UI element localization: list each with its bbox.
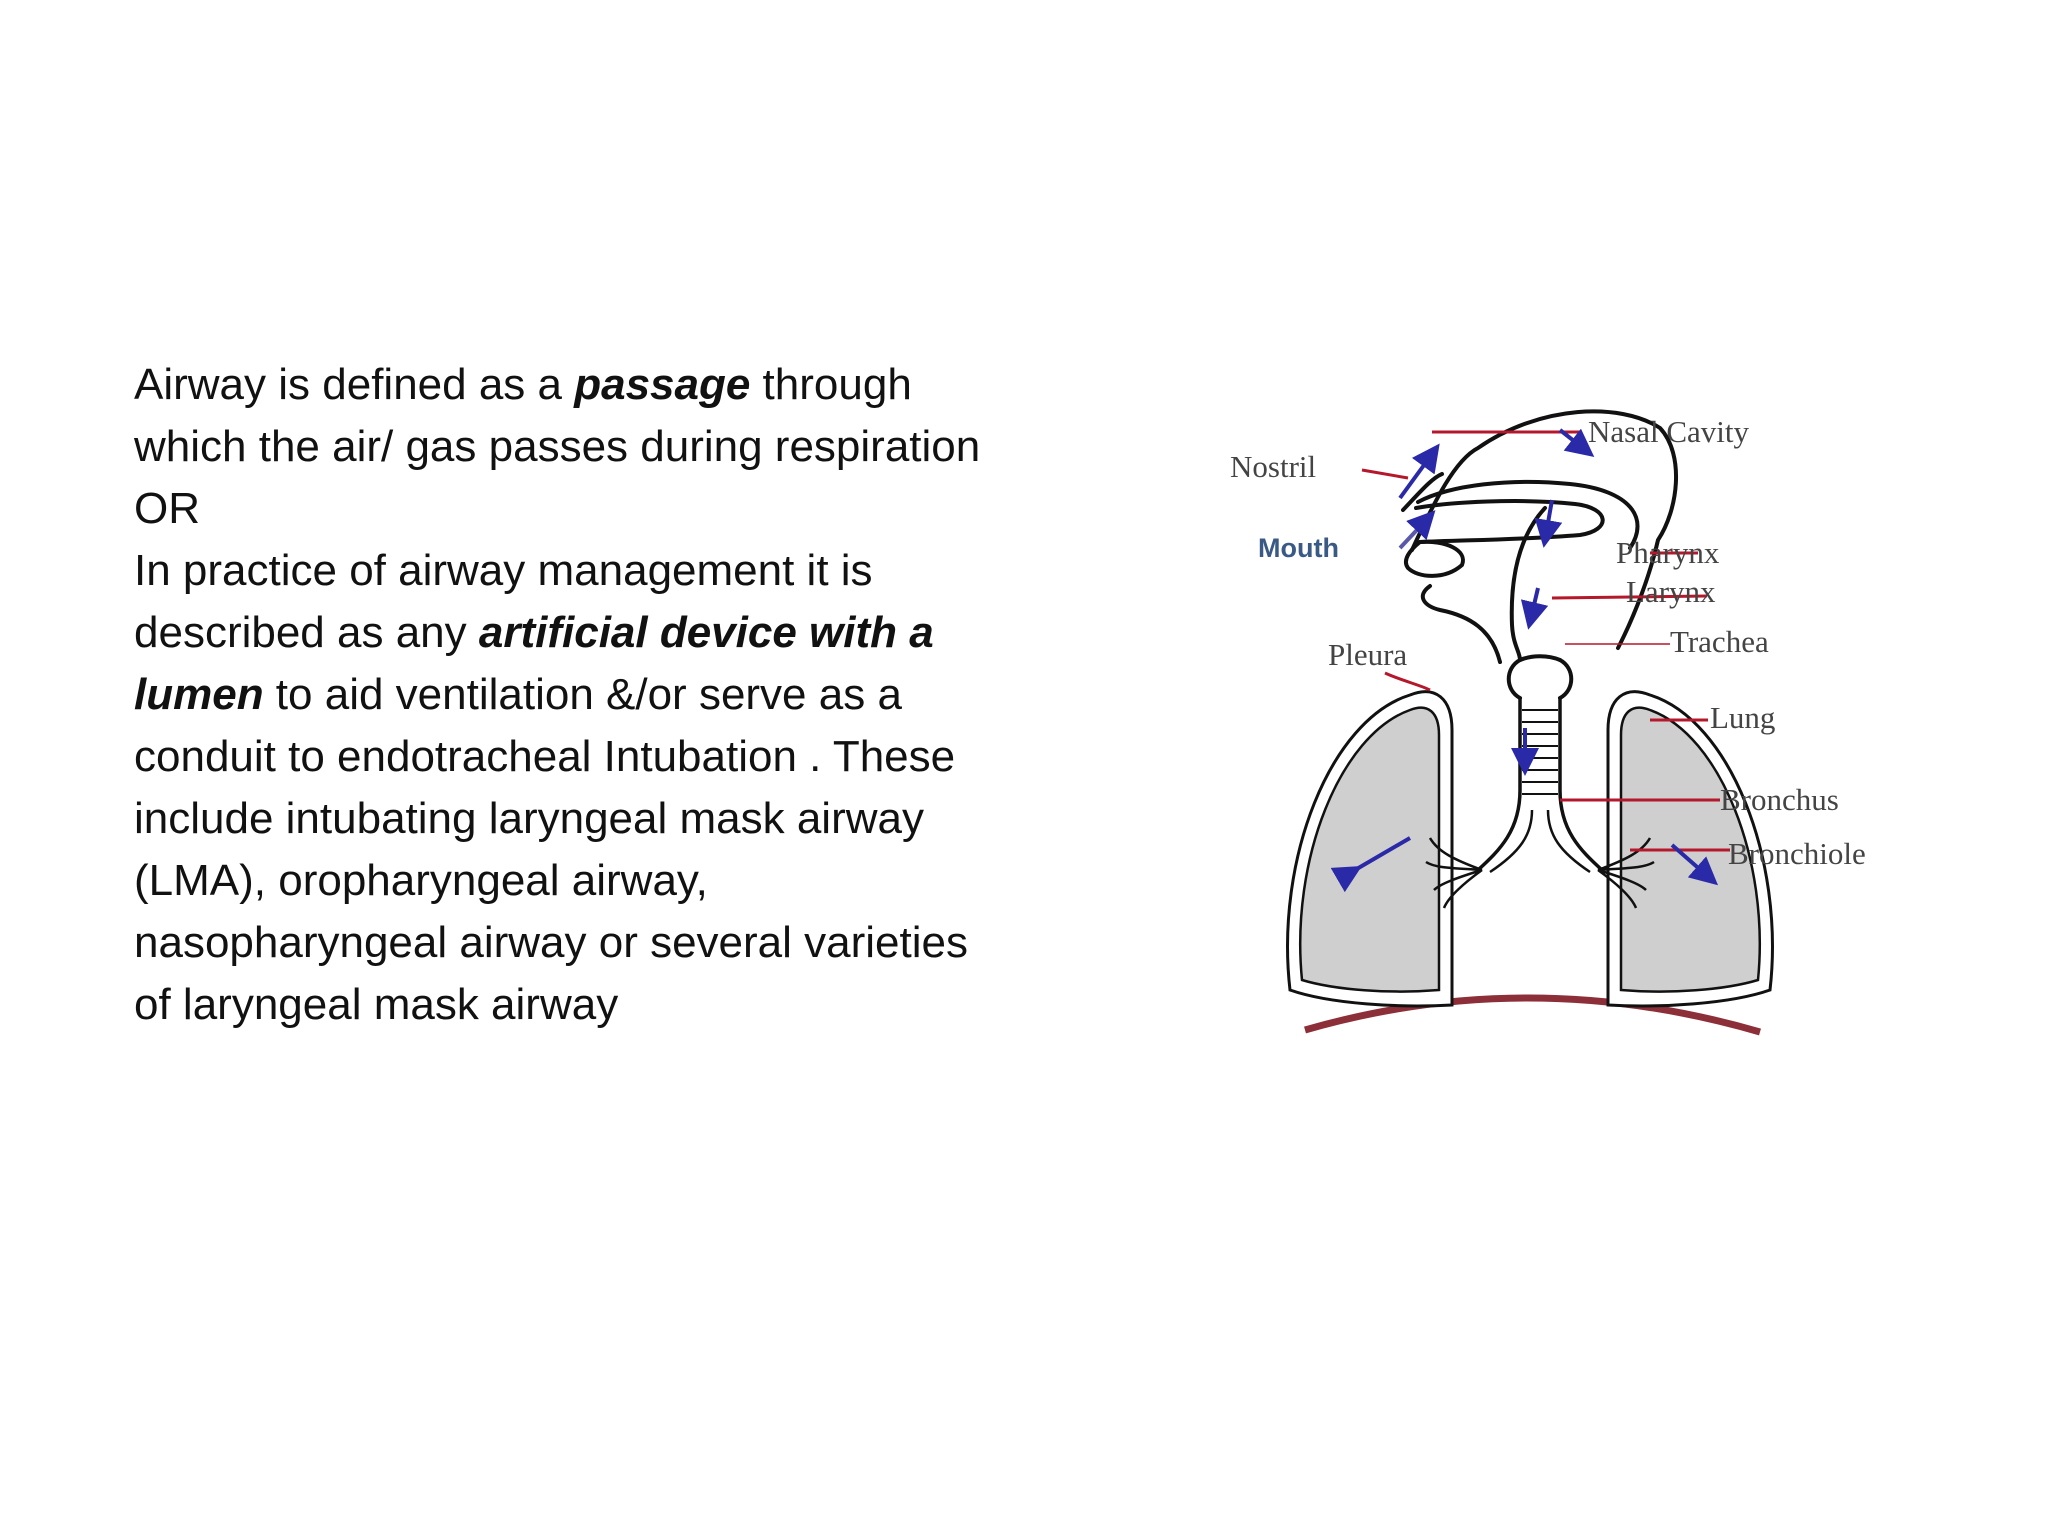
definition-paragraph-1: Airway is defined as a passage through w… xyxy=(134,360,981,471)
leader-pleura xyxy=(1384,671,1431,692)
respiratory-system-diagram: Nostril Mouth Nasal Cavity Pharynx Laryn… xyxy=(1220,390,1940,1050)
airflow-arrow-icon xyxy=(1330,836,1412,893)
definition-paragraph-2: In practice of airway management it is d… xyxy=(134,546,968,1029)
definition-text: Airway is defined as a passage through w… xyxy=(134,354,1014,1036)
emphasis-artificial-device: artificial device with a lumen xyxy=(134,608,934,719)
airflow-arrow-icon xyxy=(1534,499,1563,548)
emphasis-passage: passage xyxy=(574,360,751,409)
trachea xyxy=(1476,698,1604,874)
label-nostril: Nostril xyxy=(1230,449,1316,484)
left-lung xyxy=(1286,690,1454,1008)
label-nasal-cavity: Nasal Cavity xyxy=(1588,414,1749,449)
head-airway-outline xyxy=(1401,409,1678,700)
bronchioles xyxy=(1425,837,1655,909)
leader-larynx xyxy=(1551,594,1708,600)
airflow-arrows xyxy=(1330,428,1719,893)
label-bronchiole: Bronchiole xyxy=(1728,836,1866,871)
airflow-arrow-icon xyxy=(1558,428,1595,457)
label-pleura: Pleura xyxy=(1328,637,1407,672)
label-bronchus: Bronchus xyxy=(1720,782,1839,817)
airflow-arrow-icon xyxy=(1398,510,1436,550)
airflow-arrow-icon xyxy=(1520,587,1549,630)
airflow-arrow-icon xyxy=(1670,843,1719,886)
label-larynx: Larynx xyxy=(1626,574,1716,609)
leader-nostril xyxy=(1361,468,1409,480)
leader-lines xyxy=(1361,430,1730,852)
respiratory-diagram-svg: Nostril Mouth Nasal Cavity Pharynx Laryn… xyxy=(1230,409,1866,1036)
label-lung: Lung xyxy=(1710,700,1775,735)
airflow-arrow-icon xyxy=(1398,443,1440,500)
or-separator: OR xyxy=(134,484,200,533)
label-mouth: Mouth xyxy=(1258,533,1339,563)
label-pharynx: Pharynx xyxy=(1616,535,1720,570)
diaphragm xyxy=(1304,994,1761,1036)
label-trachea: Trachea xyxy=(1670,624,1769,659)
